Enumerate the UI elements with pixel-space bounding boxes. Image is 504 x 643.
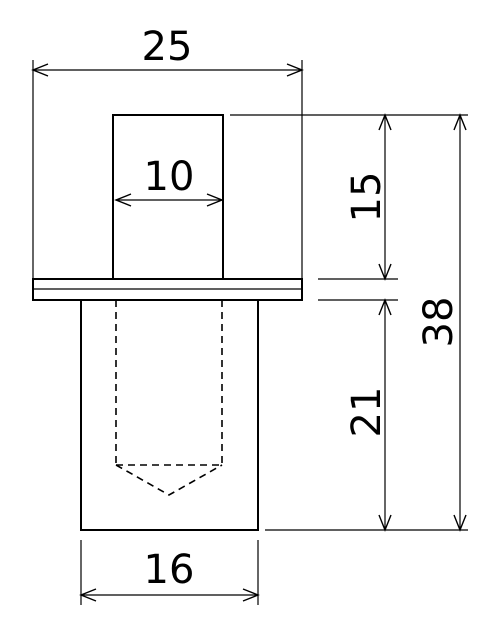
dimension-head-height: 15 — [344, 113, 392, 281]
dimension-body-width: 16 — [79, 540, 260, 605]
dimension-label-body-height: 21 — [344, 387, 390, 438]
dimension-total-height: 38 — [416, 113, 467, 532]
dimension-label-top-width: 25 — [142, 24, 193, 70]
dimension-label-shaft-width: 10 — [144, 154, 195, 200]
dimension-label-head-height: 15 — [344, 172, 390, 223]
dimension-body-height: 21 — [344, 298, 392, 532]
dimension-shaft-width: 10 — [114, 154, 224, 207]
lower-body — [80, 299, 259, 531]
dimension-label-body-width: 16 — [144, 547, 195, 593]
hidden-bore — [115, 300, 223, 496]
dimension-label-total-height: 38 — [416, 297, 462, 348]
dimension-top-width: 25 — [31, 24, 304, 279]
